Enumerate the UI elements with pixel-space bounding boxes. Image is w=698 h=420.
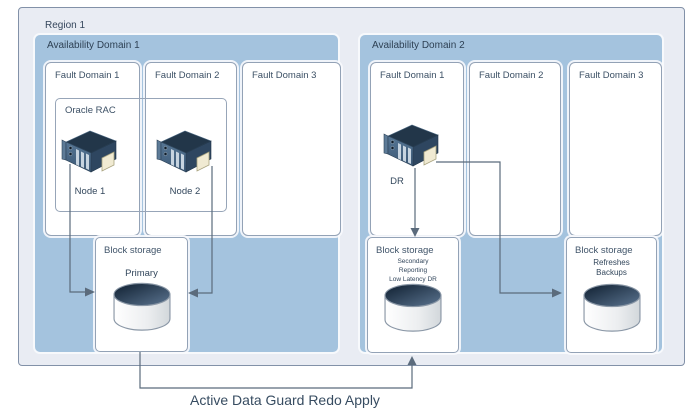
fault-domain-label: Fault Domain 3 — [252, 70, 317, 81]
block-storage-primary: Block storage Primary — [95, 237, 188, 352]
database-cylinder-icon — [111, 280, 173, 339]
block-storage-title: Block storage — [376, 245, 434, 256]
oracle-rac-box: Oracle RAC — [55, 98, 227, 212]
availability-domain-1-label: Availability Domain 1 — [47, 40, 140, 51]
storage-role-label: Refreshes — [593, 258, 630, 267]
database-cylinder-icon — [581, 281, 643, 340]
server-icon — [153, 128, 217, 181]
fault-domain-label: Fault Domain 1 — [380, 70, 445, 81]
fault-domain-label: Fault Domain 2 — [479, 70, 544, 81]
fault-domain-label: Fault Domain 1 — [55, 70, 120, 81]
storage-role-label: Secondary — [397, 258, 429, 265]
node-2-label: Node 2 — [169, 186, 201, 197]
block-storage-backup: Block storage Refreshes Backups — [566, 237, 657, 353]
ad1-fault-domain-1: Fault Domain 1 — [45, 62, 140, 236]
ad2-fault-domain-2: Fault Domain 2 — [469, 62, 561, 236]
server-icon — [380, 122, 444, 175]
storage-role-label: Reporting — [398, 267, 428, 274]
block-storage-title: Block storage — [104, 245, 162, 256]
region-label: Region 1 — [45, 20, 86, 31]
fault-domain-label: Fault Domain 2 — [155, 70, 220, 81]
server-icon — [58, 128, 122, 181]
node-1-label: Node 1 — [74, 186, 106, 197]
storage-role-label: Low Latency DR — [389, 276, 437, 283]
storage-role-label: Backups — [596, 268, 627, 277]
database-cylinder-icon — [382, 281, 444, 340]
ad2-fault-domain-3: Fault Domain 3 — [569, 62, 662, 236]
active-data-guard-annotation: Active Data Guard Redo Apply — [190, 392, 380, 408]
block-storage-secondary: Block storage Secondary Reporting Low La… — [367, 237, 459, 353]
fault-domain-label: Fault Domain 3 — [579, 70, 644, 81]
ad1-fault-domain-3: Fault Domain 3 — [242, 62, 341, 236]
oracle-rac-label: Oracle RAC — [65, 105, 116, 116]
dr-label: DR — [390, 176, 404, 187]
availability-domain-2-label: Availability Domain 2 — [372, 40, 465, 51]
storage-role-label: Primary — [125, 268, 158, 279]
block-storage-title: Block storage — [575, 245, 633, 256]
